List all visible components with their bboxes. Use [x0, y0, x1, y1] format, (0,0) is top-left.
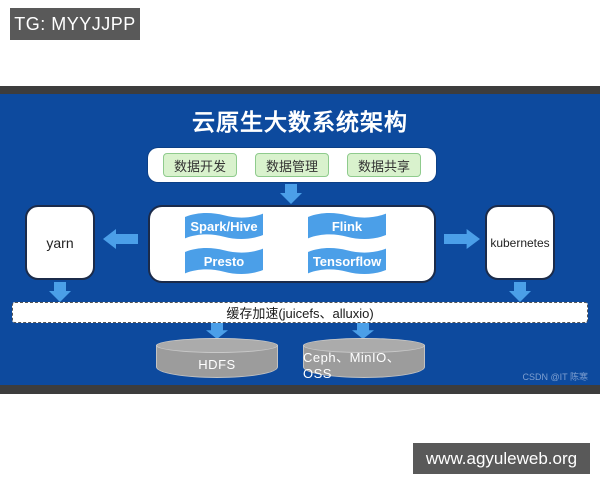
- diagram-bottom-border: [0, 385, 600, 394]
- tg-watermark-badge: TG: MYYJJPP: [10, 8, 140, 40]
- flag-shape-icon: [185, 247, 263, 275]
- flag-presto: Presto: [185, 247, 263, 275]
- flag-shape-icon: [308, 247, 386, 275]
- compute-engine-box: Spark/Hive Flink Presto Tensorflow: [148, 205, 436, 283]
- service-pill-data-mgmt: 数据管理: [255, 153, 329, 177]
- flag-tensorflow: Tensorflow: [308, 247, 386, 275]
- diagram-title: 云原生大数系统架构: [192, 109, 408, 135]
- arrow-down-icon: [206, 323, 228, 339]
- csdn-watermark: CSDN @IT 陈寒: [522, 372, 588, 382]
- arrow-down-icon: [49, 282, 71, 302]
- service-layer-bar: 数据开发 数据管理 数据共享: [148, 148, 436, 182]
- site-watermark-text: www.agyuleweb.org: [425, 448, 578, 468]
- arrow-down-icon: [352, 323, 374, 339]
- arrow-down-icon: [280, 184, 302, 204]
- architecture-diagram: 云原生大数系统架构 数据开发 数据管理 数据共享 yarn Spark/Hive…: [0, 94, 600, 385]
- flag-spark-hive: Spark/Hive: [185, 212, 263, 240]
- kubernetes-box: kubernetes: [485, 205, 555, 280]
- hdfs-label: HDFS: [198, 356, 236, 372]
- cylinder-object-storage: Ceph、MinIO、OSS: [303, 338, 425, 381]
- flag-flink: Flink: [308, 212, 386, 240]
- cylinder-top: [156, 338, 278, 353]
- flag-shape-icon: [185, 212, 263, 240]
- cylinder-hdfs: HDFS: [156, 338, 278, 378]
- object-storage-label: Ceph、MinIO、OSS: [303, 350, 401, 381]
- tg-watermark-text: TG: MYYJJPP: [14, 13, 136, 34]
- cache-layer-label: 缓存加速(juicefs、alluxio): [226, 306, 374, 321]
- service-pill-data-dev: 数据开发: [163, 153, 237, 177]
- kubernetes-label: kubernetes: [490, 235, 550, 250]
- service-pill-data-share: 数据共享: [347, 153, 421, 177]
- yarn-box: yarn: [25, 205, 95, 280]
- arrow-left-icon: [103, 229, 138, 249]
- diagram-top-border: [0, 86, 600, 94]
- cache-layer-bar: 缓存加速(juicefs、alluxio): [12, 302, 588, 323]
- arrow-down-icon: [509, 282, 531, 302]
- yarn-label: yarn: [46, 234, 74, 251]
- cylinder-top: [303, 338, 425, 353]
- arrow-right-icon: [444, 229, 480, 249]
- site-watermark-badge: www.agyuleweb.org: [413, 443, 590, 474]
- flag-shape-icon: [308, 212, 386, 240]
